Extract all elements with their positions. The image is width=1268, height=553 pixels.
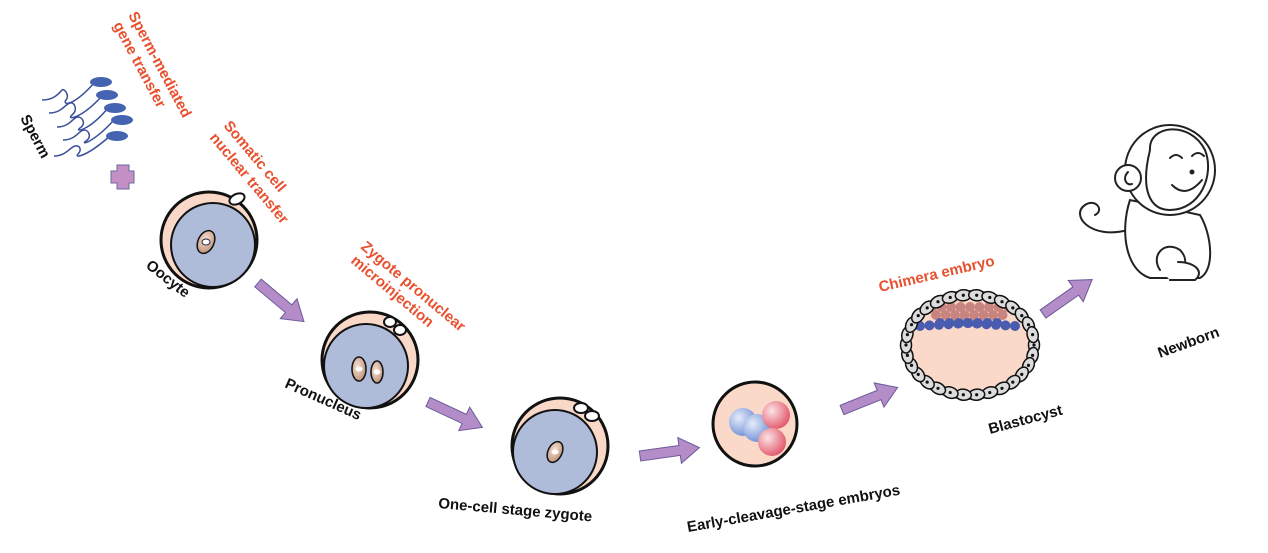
inner-cell — [965, 302, 975, 312]
cell-nucleus — [1031, 353, 1035, 357]
cell-nucleus — [948, 390, 952, 395]
inner-cell — [974, 302, 985, 312]
oocyte-icon — [159, 190, 259, 290]
cell-nucleus — [975, 393, 979, 397]
inner-cell — [997, 310, 1008, 320]
inner-cell — [955, 302, 966, 312]
cell-nucleus — [909, 323, 914, 327]
cell-nucleus — [948, 295, 952, 300]
inner-cell — [940, 310, 951, 320]
inner-cell — [984, 302, 994, 312]
cell-nucleus — [936, 300, 940, 304]
cell-nucleus — [1020, 372, 1024, 376]
cell-nucleus — [905, 333, 909, 337]
inner-cell — [962, 318, 973, 328]
cell-nucleus — [909, 363, 914, 367]
stage-label-sperm: Sperm — [16, 112, 53, 161]
cell-nucleus — [1000, 300, 1004, 304]
inner-cell — [924, 320, 935, 331]
arrow-right-icon — [637, 434, 702, 470]
cell-nucleus — [1011, 306, 1015, 310]
cell-nucleus — [1000, 386, 1004, 390]
inner-cell — [946, 302, 956, 312]
cell-nucleus — [936, 386, 940, 390]
inner-cell — [988, 310, 998, 320]
cell-nucleus — [916, 314, 920, 318]
inner-cell — [1000, 320, 1011, 331]
inner-cell — [1010, 321, 1020, 331]
inner-cell — [978, 310, 989, 320]
stage-label-blastocyst: Blastocyst — [987, 402, 1065, 438]
inner-cell — [972, 318, 982, 329]
sperm-icon — [41, 77, 133, 157]
cell-nucleus — [916, 372, 920, 376]
inner-cell — [943, 319, 954, 330]
cell-nucleus — [961, 393, 965, 397]
stage-label-cleavage: Early-cleavage-stage embryos — [686, 482, 902, 536]
inner-cell — [991, 319, 1001, 330]
cell-nucleus — [975, 293, 979, 297]
zygote-icon — [510, 396, 610, 496]
inner-cell — [969, 310, 979, 320]
plus-icon — [110, 164, 135, 190]
cell-nucleus — [925, 380, 929, 384]
monkey-icon — [1079, 124, 1216, 281]
cell-nucleus — [904, 343, 908, 347]
cell-nucleus — [925, 306, 929, 310]
sperm-mediated-label: Sperm-mediated gene transfer — [109, 9, 194, 121]
blastocyst-icon — [899, 288, 1041, 402]
cell-nucleus — [1031, 333, 1035, 337]
cell-nucleus — [1026, 323, 1031, 327]
stage-label-newborn: Newborn — [1156, 324, 1222, 362]
cell-nucleus — [1026, 363, 1031, 367]
cell-nucleus — [1020, 314, 1024, 318]
arrow-right-icon — [836, 374, 904, 423]
inner-cell — [931, 310, 941, 320]
inner-cell — [959, 310, 970, 320]
cell-nucleus — [1011, 380, 1015, 384]
cell-nucleus — [988, 295, 992, 300]
arrow-right-icon — [249, 272, 313, 333]
inner-cell — [953, 318, 963, 329]
inner-cell — [950, 310, 960, 320]
stage-label-zygote: One-cell stage zygote — [438, 495, 593, 525]
cell-nucleus — [1032, 343, 1036, 347]
inner-cell — [981, 319, 992, 330]
pronucleus-icon — [320, 310, 420, 410]
cell-nucleus — [905, 353, 909, 357]
inner-cell — [934, 319, 944, 330]
arrow-right-icon — [1035, 268, 1101, 326]
cell-nucleus — [961, 293, 965, 297]
cleavage-embryo-icon — [711, 380, 799, 468]
arrow-right-icon — [422, 389, 489, 440]
cell-nucleus — [988, 390, 992, 395]
